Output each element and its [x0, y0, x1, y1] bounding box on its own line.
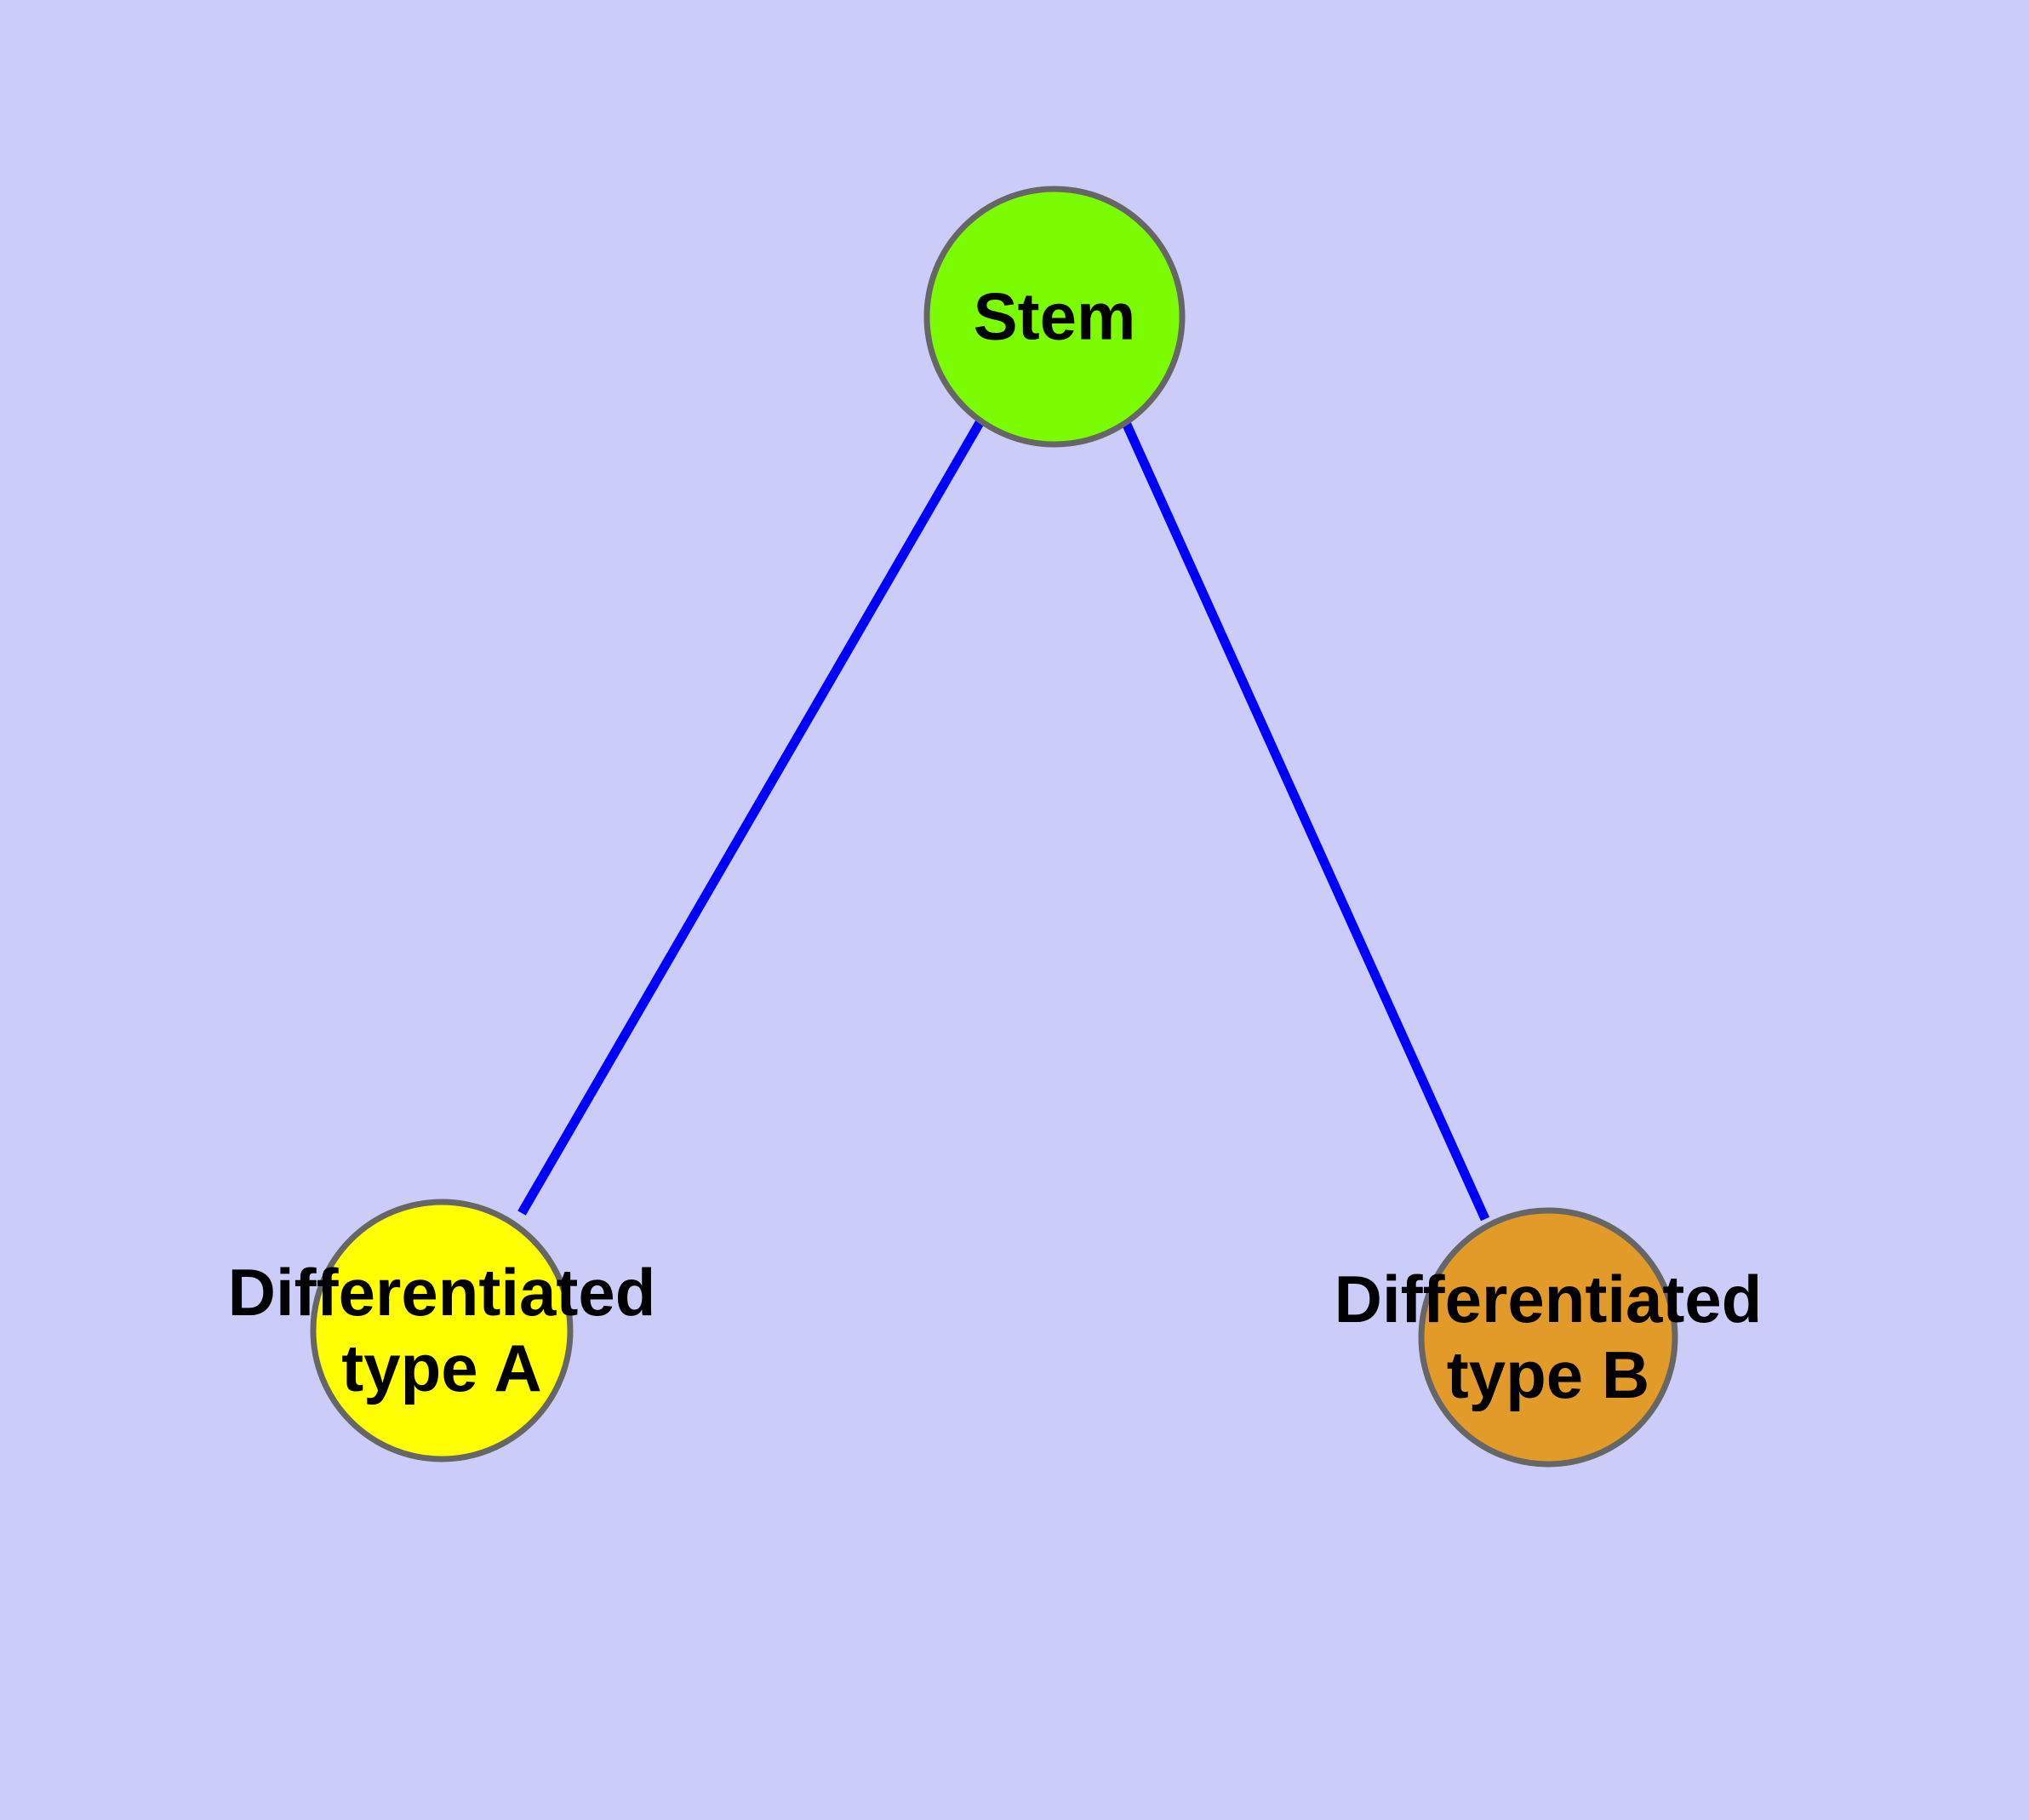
node-differentiated-type-a[interactable] — [310, 1199, 574, 1462]
node-layer — [310, 186, 1678, 1468]
edge-layer — [517, 415, 1490, 1222]
edge-stem-to-differentiated-type-a[interactable] — [517, 419, 985, 1216]
node-differentiated-type-b[interactable] — [1418, 1207, 1678, 1468]
edge-stem-to-differentiated-type-b[interactable] — [1118, 415, 1490, 1222]
node-stem[interactable] — [923, 186, 1186, 448]
